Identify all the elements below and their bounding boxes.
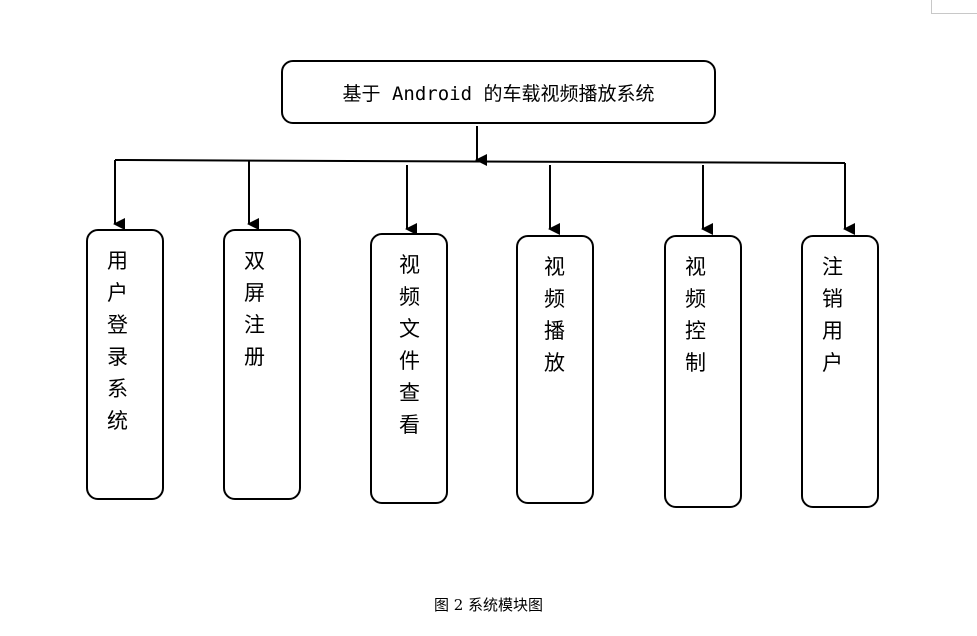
root-system-label: 基于 Android 的车载视频播放系统 <box>342 82 655 105</box>
module-label: 用户登录系统 <box>107 249 128 433</box>
module-box-logout-user: 注销用户 <box>801 235 879 508</box>
figure-caption: 图 2 系统模块图 <box>433 596 544 614</box>
module-box-user-login: 用户登录系统 <box>86 229 164 500</box>
module-box-video-control: 视频控制 <box>664 235 742 508</box>
module-box-dual-screen-register: 双屏注册 <box>223 229 301 500</box>
module-box-video-playback: 视频播放 <box>516 235 594 504</box>
root-system-box: 基于 Android 的车载视频播放系统 <box>281 60 716 124</box>
module-label: 双屏注册 <box>244 249 265 369</box>
module-label: 视频文件查看 <box>399 253 420 437</box>
module-label: 注销用户 <box>822 255 843 375</box>
page-corner-mark <box>931 0 977 14</box>
module-label: 视频播放 <box>544 255 565 375</box>
module-box-video-file-browse: 视频文件查看 <box>370 233 448 504</box>
module-label: 视频控制 <box>685 255 706 375</box>
horizontal-bus-line <box>114 159 846 164</box>
